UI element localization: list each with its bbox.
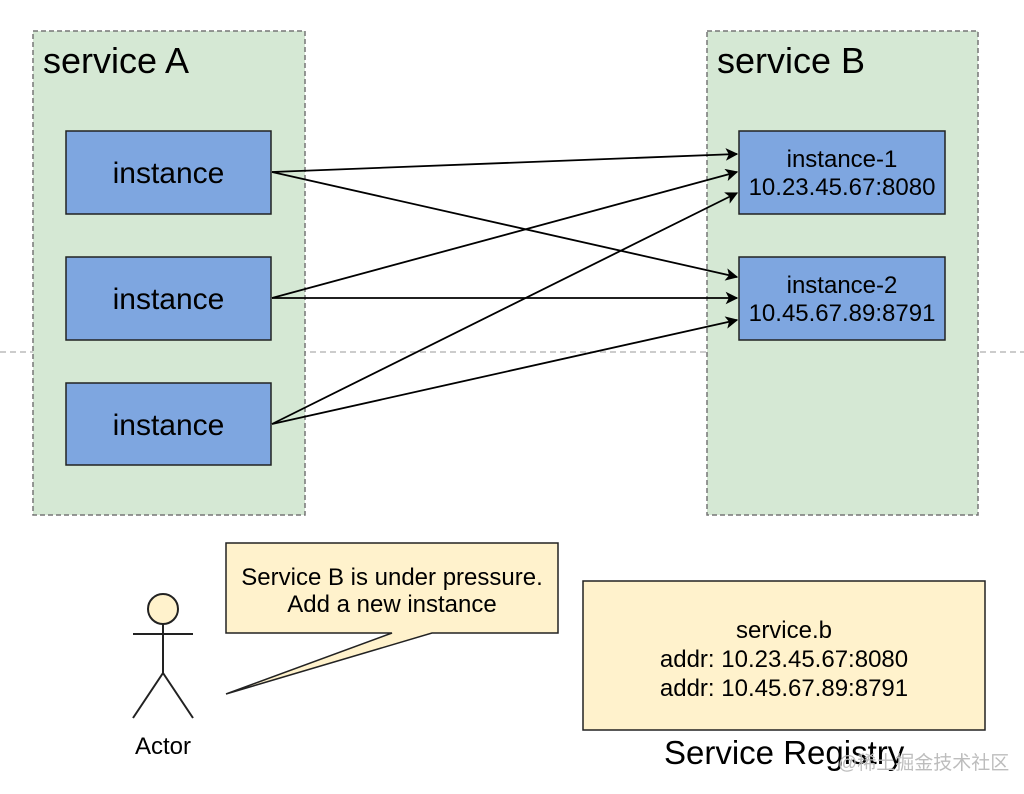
callout-line-1: Service B is under pressure. bbox=[241, 564, 542, 591]
arrow bbox=[271, 171, 739, 281]
service-b-group: service B instance-1 10.23.45.67:8080 in… bbox=[706, 30, 979, 516]
callout-line-2: Add a new instance bbox=[287, 591, 496, 618]
actor-head bbox=[147, 593, 179, 625]
instance-box bbox=[65, 256, 272, 341]
instance-address: 10.45.67.89:8791 bbox=[749, 300, 936, 327]
instance-name: instance-2 bbox=[787, 272, 898, 299]
arrow bbox=[271, 168, 739, 299]
service-a-group: service A instance instance instance bbox=[32, 30, 306, 516]
instance-name: instance-1 bbox=[787, 146, 898, 173]
service-b-instance-2: instance-2 10.45.67.89:8791 bbox=[738, 256, 946, 341]
arrow bbox=[271, 148, 739, 173]
watermark: @稀土掘金技术社区 bbox=[838, 752, 1009, 774]
callout-bubble bbox=[225, 542, 559, 695]
instance-label: instance bbox=[113, 409, 225, 442]
arrow bbox=[271, 316, 739, 425]
registry-service-name: service.b bbox=[736, 617, 832, 644]
service-b-label: service B bbox=[717, 40, 865, 81]
actor-figure: Actor bbox=[132, 593, 194, 760]
actor-label: Actor bbox=[135, 733, 191, 760]
instance-box bbox=[738, 256, 946, 341]
service-registry: service.b addr: 10.23.45.67:8080 addr: 1… bbox=[582, 580, 986, 771]
service-a-instance: instance bbox=[65, 130, 272, 215]
service-a-instance: instance bbox=[65, 256, 272, 341]
instance-label: instance bbox=[113, 157, 225, 190]
service-b-instance-1: instance-1 10.23.45.67:8080 bbox=[738, 130, 946, 215]
speech-callout: Service B is under pressure. Add a new i… bbox=[225, 542, 559, 695]
service-a-instance: instance bbox=[65, 382, 272, 466]
arrow bbox=[271, 192, 739, 425]
registry-entry: addr: 10.23.45.67:8080 bbox=[660, 646, 908, 673]
instance-box bbox=[65, 130, 272, 215]
registry-entry: addr: 10.45.67.89:8791 bbox=[660, 675, 908, 702]
actor-left-leg bbox=[132, 672, 164, 719]
service-a-label: service A bbox=[43, 40, 189, 81]
instance-label: instance bbox=[113, 283, 225, 316]
registry-box bbox=[582, 580, 986, 731]
registry-title: Service Registry bbox=[664, 734, 905, 771]
instance-address: 10.23.45.67:8080 bbox=[749, 174, 936, 201]
instance-box bbox=[738, 130, 946, 215]
instance-box bbox=[65, 382, 272, 466]
connection-arrows bbox=[271, 148, 739, 425]
actor-right-leg bbox=[162, 672, 194, 719]
